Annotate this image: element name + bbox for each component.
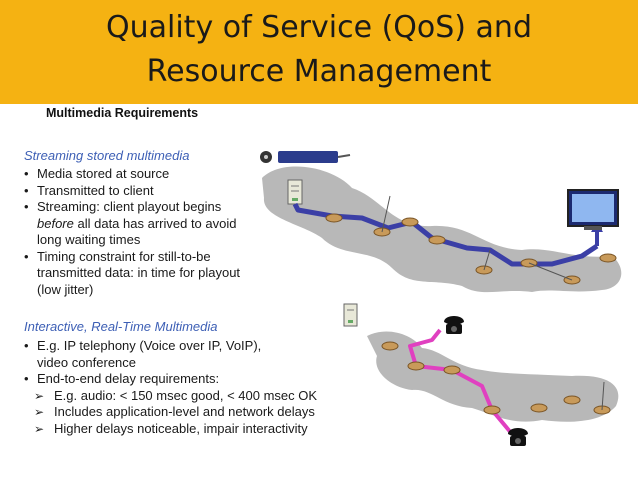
slide-figure: Streaming stored multimedia Media stored… bbox=[12, 138, 632, 456]
bullet-item: End-to-end delay requirements: bbox=[24, 371, 384, 388]
film-reel-icon bbox=[260, 151, 351, 163]
voip-server-icon bbox=[343, 303, 358, 327]
client-monitor-icon bbox=[567, 189, 619, 230]
interactive-heading: Interactive, Real-Time Multimedia bbox=[24, 319, 218, 334]
title-line-2: Resource Management bbox=[146, 54, 492, 89]
bullet-item: Transmitted to client bbox=[24, 183, 279, 200]
slide-subtitle: Multimedia Requirements bbox=[46, 106, 199, 120]
sub-bullet-item: E.g. audio: < 150 msec good, < 400 msec … bbox=[24, 388, 384, 405]
streaming-bullets: Media stored at source Transmitted to cl… bbox=[24, 166, 279, 298]
title-line-1: Quality of Service (QoS) and bbox=[106, 10, 532, 45]
streaming-network-cloud bbox=[262, 166, 622, 293]
network-illustration bbox=[260, 151, 622, 446]
bullet-item: E.g. IP telephony (Voice over IP, VoIP),… bbox=[24, 338, 384, 371]
telephone-icon-top bbox=[444, 316, 464, 334]
bullet-item: Timing constraint for still-to-be transm… bbox=[24, 249, 279, 299]
bullet-item: Streaming: client playout begins before … bbox=[24, 199, 279, 249]
router-icons-voip bbox=[381, 341, 611, 415]
title-banner bbox=[0, 0, 638, 104]
telephone-icon-bottom bbox=[508, 428, 528, 446]
slide-title: Quality of Service (QoS) and Resource Ma… bbox=[0, 6, 638, 94]
streaming-heading: Streaming stored multimedia bbox=[24, 148, 190, 163]
interactive-bullets: E.g. IP telephony (Voice over IP, VoIP),… bbox=[24, 338, 384, 437]
sub-bullet-item: Includes application-level and network d… bbox=[24, 404, 384, 421]
voip-network-cloud bbox=[367, 331, 619, 422]
sub-bullet-item: Higher delays noticeable, impair interac… bbox=[24, 421, 384, 438]
stream-links bbox=[381, 195, 573, 281]
bullet-item: Media stored at source bbox=[24, 166, 279, 183]
media-server-icon bbox=[287, 179, 303, 205]
